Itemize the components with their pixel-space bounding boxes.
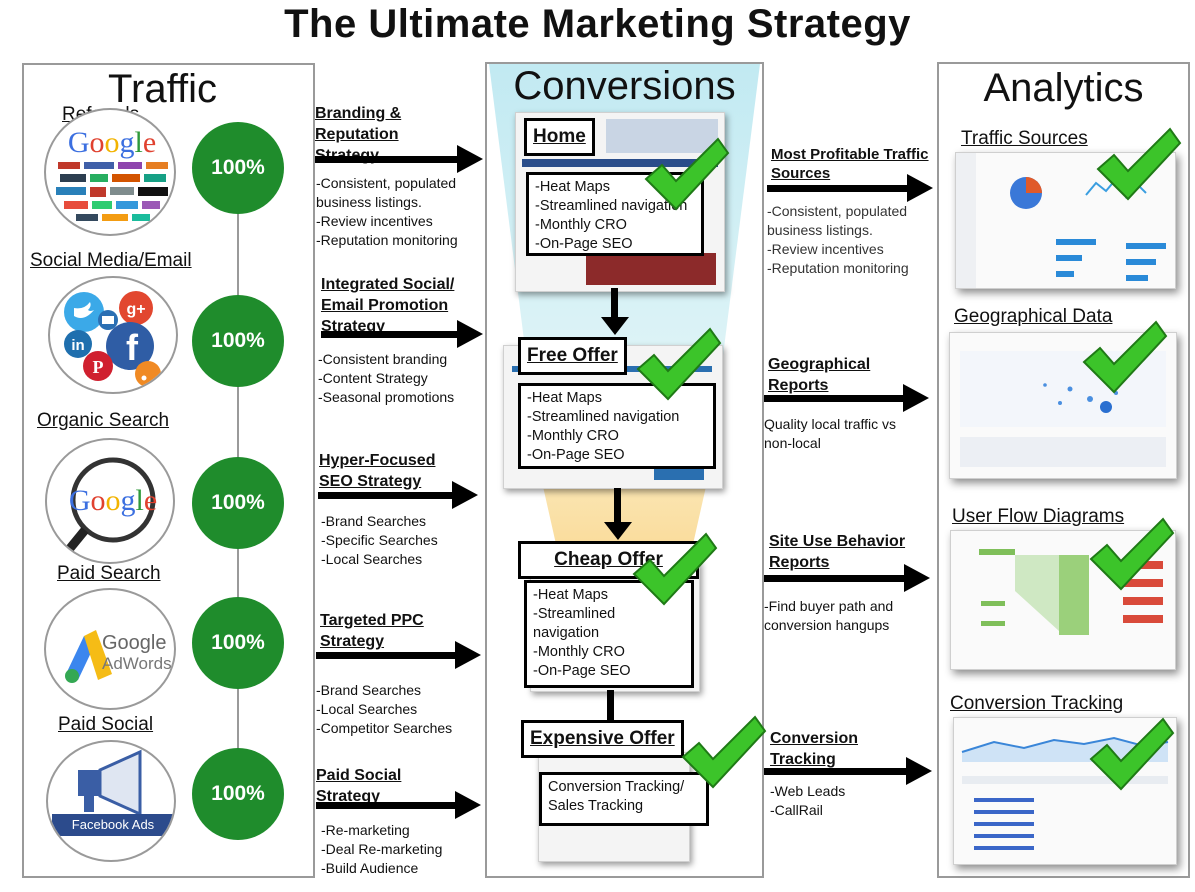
check-mark-icon [681, 715, 767, 789]
strategy-4-arrow-head [455, 641, 481, 669]
report-4-items: -Web Leads-CallRail [770, 783, 846, 818]
report-3-arrow-head [904, 564, 930, 592]
check-mark-icon [1089, 517, 1175, 591]
analytics-label-traffic-sources: Traffic Sources [961, 128, 1088, 149]
strategy-5-items: -Re-marketing-Deal Re-marketing-Build Au… [321, 822, 443, 876]
flow-arrow-1-head [601, 317, 629, 335]
step-list-expensive-offer: Conversion Tracking/Sales Tracking [539, 772, 709, 826]
strategy-5-arrow-shaft [316, 802, 456, 809]
traffic-heading: Traffic [108, 67, 217, 111]
facebook-ads-label: Facebook Ads [71, 817, 155, 832]
svg-text:in: in [71, 337, 84, 354]
traffic-sources-report-icon [956, 153, 1166, 288]
social-logo-circle: g+ in f P [48, 276, 178, 394]
source-label-paid-social: Paid Social [58, 714, 154, 735]
step-title-free-offer: Free Offer [518, 337, 627, 375]
check-mark-icon [644, 137, 730, 211]
referrals-logo-circle: Google [44, 108, 176, 236]
adwords-text-line1: Google [102, 632, 167, 654]
social-icons-cluster-icon: g+ in f P [64, 291, 161, 387]
page-title: The Ultimate Marketing Strategy [284, 2, 911, 46]
referrals-collage-icon: Google [56, 126, 168, 221]
analytics-label-geographical-data: Geographical Data [954, 306, 1113, 327]
flow-arrow-1-shaft [611, 288, 618, 318]
report-4-arrow-head [906, 757, 932, 785]
percent-circle-referrals: 100% [192, 122, 284, 214]
flow-arrow-2-shaft [614, 488, 621, 524]
source-label-paid-search: Paid Search [57, 563, 161, 584]
strategy-1-arrow-shaft [315, 156, 459, 163]
strategy-2-arrow-head [457, 320, 483, 348]
svg-text:Google: Google [69, 484, 157, 517]
check-mark-icon [636, 327, 722, 401]
strategy-3-arrow-head [452, 481, 478, 509]
svg-text:f: f [126, 327, 139, 368]
svg-text:Google: Google [68, 126, 156, 159]
svg-text:P: P [93, 357, 104, 377]
adwords-text-line2: AdWords [102, 654, 172, 673]
flow-arrow-2-head [604, 522, 632, 540]
check-mark-icon [1082, 320, 1168, 394]
source-label-social-media-email: Social Media/Email [30, 250, 192, 271]
magnifier-google-icon: Google [63, 457, 157, 555]
strategy-1-arrow-head [457, 145, 483, 173]
step-list-free-offer: -Heat Maps-Streamlined navigation-Monthl… [518, 383, 716, 469]
strategy-2-arrow-shaft [321, 331, 459, 338]
step-title-expensive-offer: Expensive Offer [521, 720, 684, 758]
percent-circle-paid-social: 100% [192, 748, 284, 840]
step-title-home: Home [524, 118, 595, 156]
percent-circle-paid-search: 100% [192, 597, 284, 689]
strategy-3-arrow-shaft [318, 492, 453, 499]
geographical-report-icon [960, 351, 1166, 467]
flow-arrow-3-shaft [607, 690, 614, 720]
check-mark-icon [1089, 717, 1175, 791]
check-mark-icon [632, 532, 718, 606]
facebook-ads-logo-circle: Facebook Ads [46, 740, 176, 862]
analytics-label-user-flow-diagrams: User Flow Diagrams [952, 506, 1125, 527]
report-1-arrow-shaft [767, 185, 909, 192]
strategy-4-arrow-shaft [316, 652, 456, 659]
megaphone-icon [78, 749, 142, 817]
strategy-4-items: -Brand Searches-Local Searches-Competito… [316, 682, 453, 736]
analytics-label-conversion-tracking: Conversion Tracking [950, 693, 1124, 714]
strategy-5-arrow-head [455, 791, 481, 819]
check-mark-icon [1096, 127, 1182, 201]
svg-text:g+: g+ [126, 301, 145, 318]
report-3-arrow-shaft [764, 575, 906, 582]
organic-logo-circle: Google [45, 438, 175, 564]
facebook-ads-banner: Facebook Ads [52, 814, 174, 836]
geographical-screenshot [949, 332, 1177, 479]
adwords-logo-circle: Google AdWords [44, 588, 176, 710]
analytics-heading: Analytics [983, 66, 1144, 110]
source-label-organic-search: Organic Search [37, 410, 170, 431]
report-2-arrow-head [903, 384, 929, 412]
strategy-3-items: -Brand Searches-Specific Searches-Local … [321, 513, 438, 567]
strategy-2-items: -Consistent branding-Content Strategy-Se… [318, 351, 455, 405]
report-2-arrow-shaft [764, 395, 905, 402]
adwords-icon [65, 630, 112, 683]
report-4-arrow-shaft [764, 768, 908, 775]
conversions-heading: Conversions [513, 64, 736, 108]
report-1-arrow-head [907, 174, 933, 202]
percent-circle-social: 100% [192, 295, 284, 387]
percent-circle-organic: 100% [192, 457, 284, 549]
